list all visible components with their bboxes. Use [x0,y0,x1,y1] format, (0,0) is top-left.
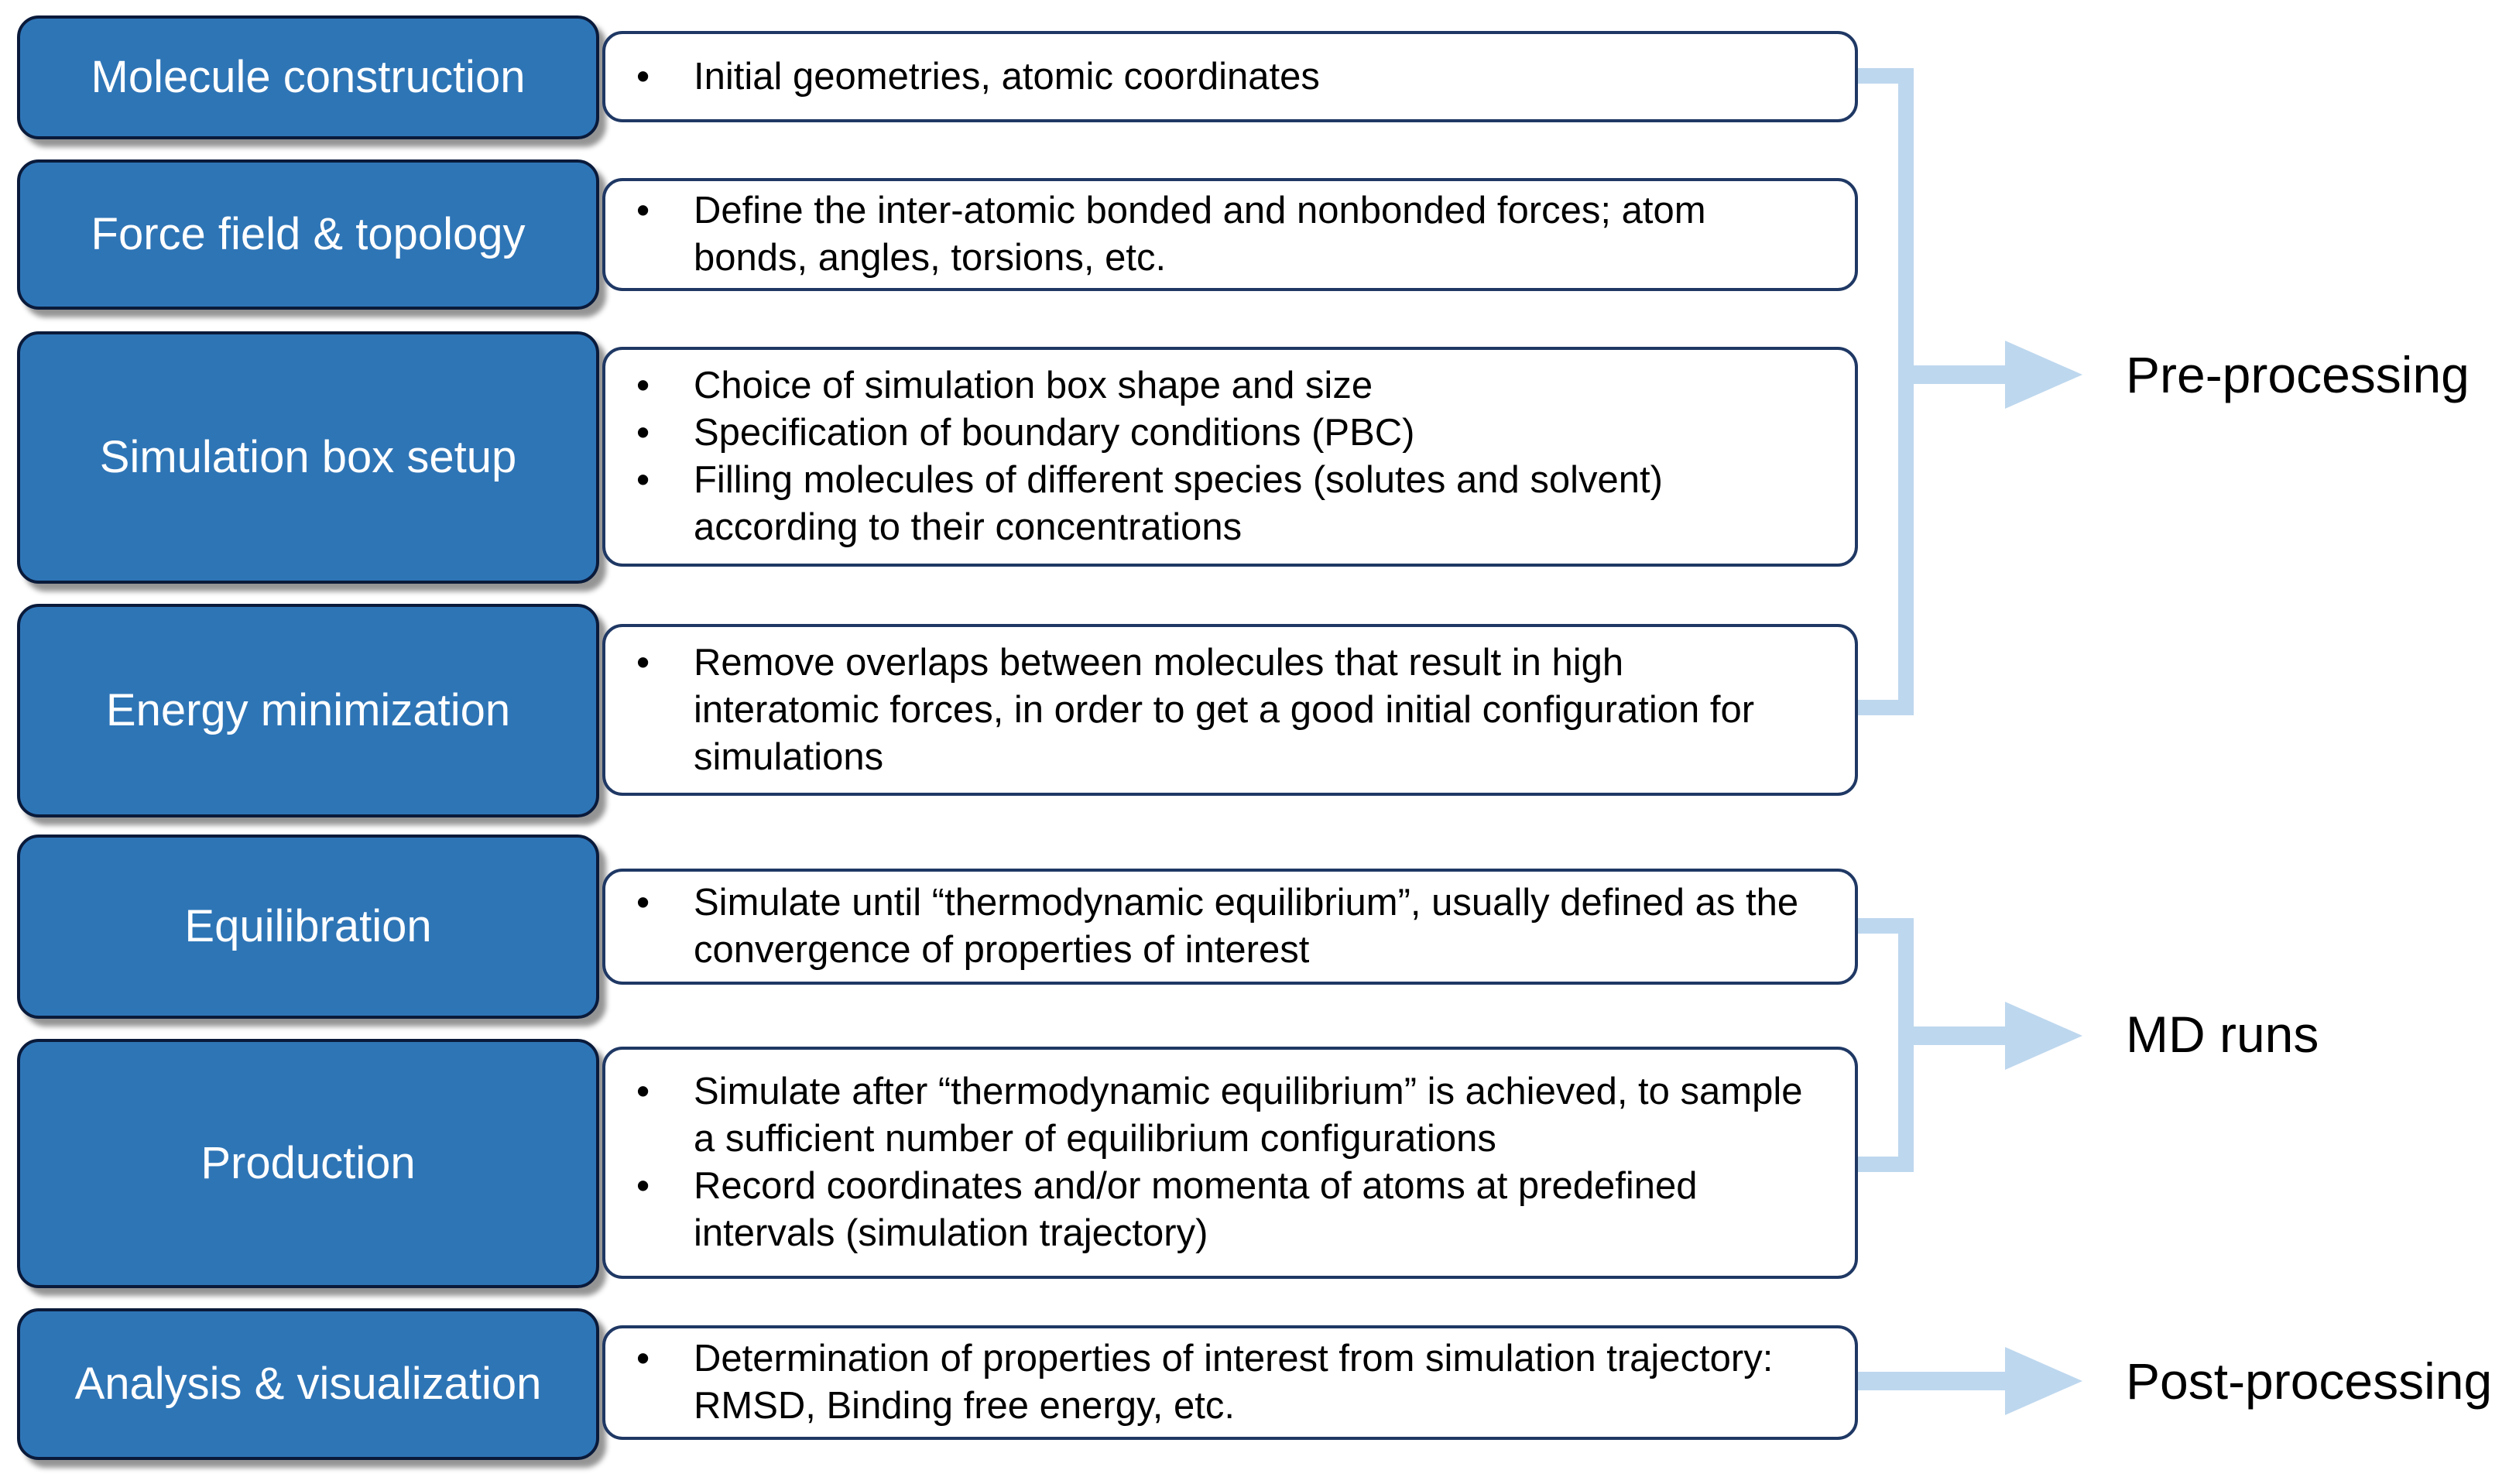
step-production: Production [17,1039,599,1288]
bullet-item: Record coordinates and/or momenta of ato… [629,1163,1808,1257]
pre-processing-arrow-head [2005,341,2082,409]
step-label: Energy minimization [105,685,511,736]
step-label: Production [201,1138,416,1189]
bullet-item: Define the inter-atomic bonded and nonbo… [629,187,1808,282]
md-runs-arrow-shaft [1914,1026,2005,1045]
bullet-item: Simulate until “thermodynamic equilibriu… [629,879,1808,974]
step-label: Simulation box setup [99,432,517,483]
step-energy-minimization: Energy minimization [17,604,599,817]
desc-simulation-box-setup: Choice of simulation box shape and size … [602,347,1858,567]
step-molecule-construction: Molecule construction [17,15,599,139]
md-runs-bracket-spine [1898,918,1914,1172]
bullet-item: Determination of properties of interest … [629,1335,1808,1430]
bullet-item: Initial geometries, atomic coordinates [629,53,1808,101]
post-processing-arrow-shaft [1858,1372,2005,1390]
desc-molecule-construction: Initial geometries, atomic coordinates [602,31,1858,122]
step-label: Molecule construction [91,52,526,103]
phase-post-processing: Post-processing [2126,1352,2493,1410]
step-label: Force field & topology [91,209,526,260]
step-equilibration: Equilibration [17,835,599,1019]
step-force-field-topology: Force field & topology [17,159,599,310]
pre-processing-bracket-spine [1898,68,1914,715]
bullet-item: Simulate after “thermodynamic equilibriu… [629,1068,1808,1163]
md-runs-arrow-head [2005,1002,2082,1070]
desc-production: Simulate after “thermodynamic equilibriu… [602,1047,1858,1279]
bullet-item: Remove overlaps between molecules that r… [629,639,1808,781]
desc-energy-minimization: Remove overlaps between molecules that r… [602,624,1858,796]
desc-equilibration: Simulate until “thermodynamic equilibriu… [602,869,1858,985]
pre-processing-arrow-shaft [1914,365,2005,384]
desc-analysis-visualization: Determination of properties of interest … [602,1325,1858,1440]
phase-md-runs: MD runs [2126,1006,2319,1063]
bullet-item: Specification of boundary conditions (PB… [629,410,1808,457]
post-processing-arrow-head [2005,1347,2082,1415]
step-label: Equilibration [184,901,432,952]
bullet-item: Choice of simulation box shape and size [629,362,1808,410]
phase-pre-processing: Pre-processing [2126,346,2470,403]
desc-force-field-topology: Define the inter-atomic bonded and nonbo… [602,178,1858,291]
bullet-item: Filling molecules of different species (… [629,457,1808,551]
step-simulation-box-setup: Simulation box setup [17,331,599,584]
step-analysis-visualization: Analysis & visualization [17,1308,599,1460]
step-label: Analysis & visualization [74,1359,542,1410]
